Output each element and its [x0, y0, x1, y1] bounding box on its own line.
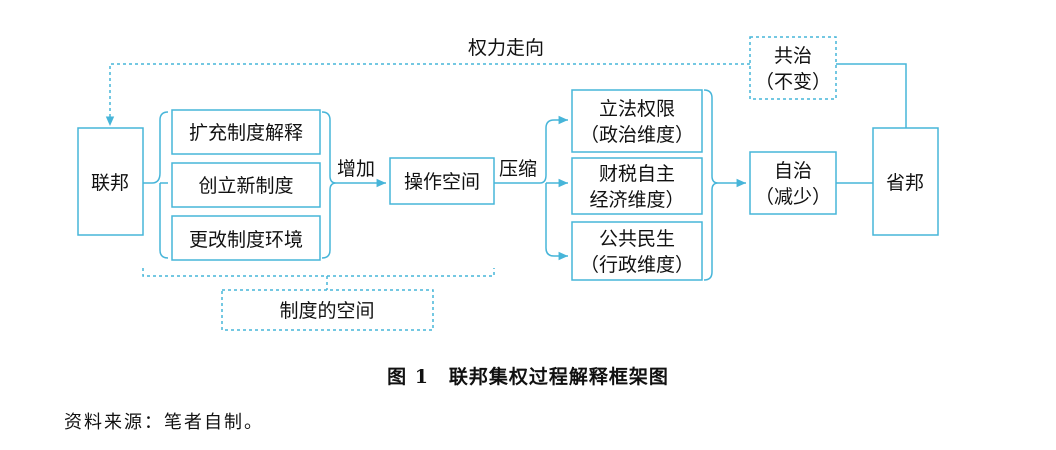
public-label-2: （行政维度）	[580, 254, 694, 276]
change-environment-label: 更改制度环境	[189, 229, 303, 251]
compress-fan	[539, 115, 568, 261]
operation-space-box	[389, 157, 495, 205]
autonomy-label-1: 自治	[774, 160, 812, 182]
fiscal-box	[571, 157, 703, 215]
fiscal-label-2: 经济维度）	[589, 189, 684, 211]
actions-brace	[321, 111, 337, 259]
federation-label: 联邦	[91, 172, 129, 194]
autonomy-label-2: （减少）	[755, 186, 831, 208]
co-governance-label-1: 共治	[774, 45, 812, 67]
create-system-box	[171, 162, 321, 208]
increase-label: 增加	[337, 158, 375, 180]
power-direction-label: 权力走向	[468, 37, 544, 59]
expand-interpretation-label: 扩充制度解释	[189, 122, 303, 144]
compress-label: 压缩	[499, 158, 537, 180]
co-governance-box	[749, 36, 837, 100]
expand-interpretation-box	[171, 109, 321, 155]
province-box	[872, 127, 939, 236]
figure-caption: 图 1 联邦集权过程解释框架图	[387, 366, 669, 388]
institutional-space-box	[221, 289, 434, 331]
autonomy-box	[749, 151, 837, 215]
public-box	[571, 221, 703, 281]
legislative-label-1: 立法权限	[599, 98, 675, 120]
create-system-label: 创立新制度	[198, 175, 293, 197]
public-label-1: 公共民生	[599, 228, 675, 250]
change-environment-box	[171, 215, 321, 261]
legislative-box	[571, 89, 703, 153]
federation-brace	[143, 111, 169, 259]
dimensions-group: 立法权限 （政治维度） 财税自主 经济维度） 公共民生 （行政维度）	[571, 89, 703, 281]
province-label: 省邦	[886, 172, 924, 194]
source-note: 资料来源：笔者自制。	[64, 412, 264, 433]
federation-box	[77, 127, 144, 236]
institutional-space-brace	[142, 268, 495, 290]
power-direction-path	[105, 63, 907, 128]
legislative-label-2: （政治维度）	[580, 124, 694, 146]
fiscal-label-1: 财税自主	[599, 163, 675, 185]
institutional-actions-group: 扩充制度解释 创立新制度 更改制度环境	[171, 109, 321, 261]
institutional-space-label: 制度的空间	[279, 300, 374, 322]
federal-centralization-diagram: 权力走向 共治 （不变） 联邦 扩充制度解释 创立新制度 更改制度环境 增加 操…	[77, 36, 939, 331]
operation-space-label: 操作空间	[404, 171, 480, 193]
dimensions-brace	[703, 89, 719, 281]
co-governance-label-2: （不变）	[755, 71, 831, 93]
